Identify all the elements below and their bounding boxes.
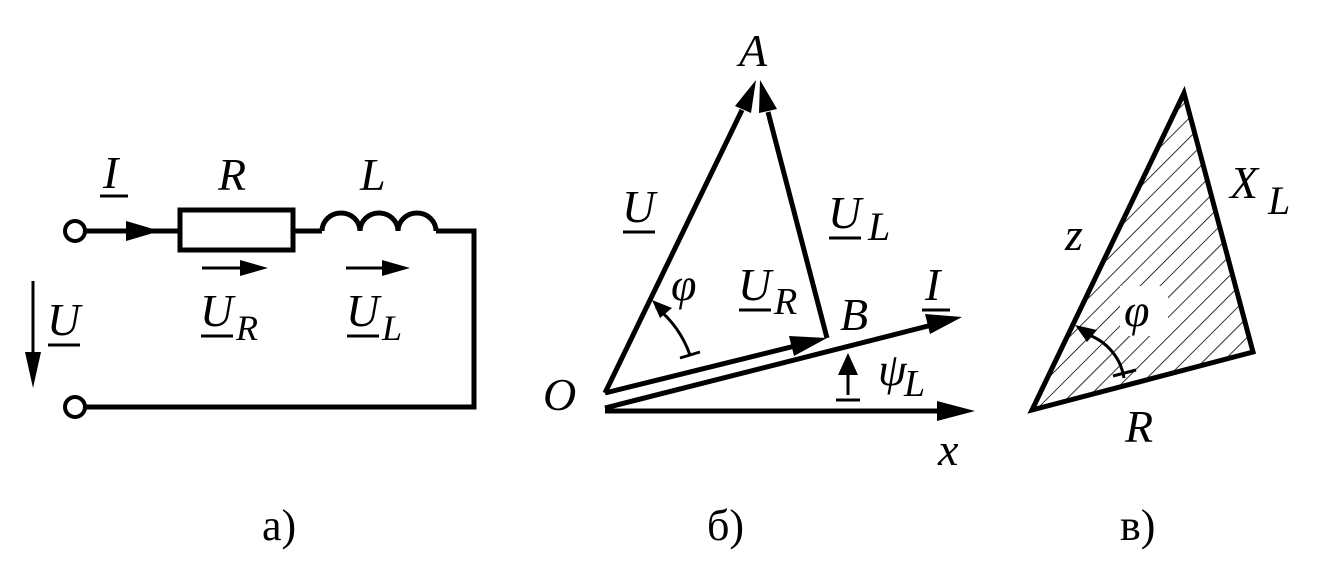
label-ur-sub: R <box>773 281 797 323</box>
label-ul-sub: L <box>867 204 890 249</box>
ur-arrow-head <box>240 260 268 276</box>
source-voltage-arrow-head <box>25 352 41 388</box>
psi-marker-arrow <box>838 353 858 375</box>
phi-arc-tick <box>679 350 701 360</box>
caption-c: в) <box>1120 501 1155 550</box>
label-psi-sub: L <box>903 363 925 405</box>
caption-a: а) <box>262 501 296 550</box>
circuit-diagram: I R L U U R U L а) <box>25 147 477 550</box>
label-phi: φ <box>1124 285 1149 336</box>
phi-label-background <box>1120 286 1168 336</box>
phasor-diagram: A B O x U U L U R φ I ψ L б) <box>543 25 975 550</box>
label-axis-x: x <box>937 424 959 475</box>
ul-arrow-head <box>382 260 410 276</box>
label-inductor: L <box>359 149 386 200</box>
label-resistor: R <box>217 149 246 200</box>
ur-vector <box>604 343 796 396</box>
label-z: z <box>1064 209 1083 260</box>
u-vector-arrow <box>735 80 756 113</box>
label-xl-main: X <box>1228 157 1260 208</box>
axis-x-arrow <box>937 401 975 421</box>
label-ur-sub: R <box>235 308 258 348</box>
label-phi: φ <box>671 259 696 310</box>
current-arrow <box>126 221 160 241</box>
label-ul-main: U <box>828 187 864 238</box>
caption-b: б) <box>707 501 744 550</box>
impedance-triangle: X L z φ R в) <box>1027 85 1290 550</box>
label-point-a: A <box>736 25 768 76</box>
label-r: R <box>1124 401 1153 452</box>
label-ul-sub: L <box>381 308 402 348</box>
label-current: I <box>102 147 121 198</box>
label-origin: O <box>543 369 576 420</box>
label-voltage-u: U <box>622 181 658 232</box>
phi-arc-arrow <box>652 300 672 318</box>
terminal-bottom <box>63 395 87 419</box>
ur-vector-arrow <box>789 336 827 356</box>
current-vector <box>604 322 933 411</box>
ul-vector <box>765 111 830 339</box>
label-xl-sub: L <box>1267 178 1290 223</box>
ul-vector-arrow <box>759 80 777 113</box>
wire-return <box>85 228 477 410</box>
label-ul-main: U <box>346 285 382 336</box>
label-source-voltage: U <box>47 294 83 345</box>
phi-arc-tick <box>1112 368 1137 378</box>
current-vector-arrow <box>925 314 962 334</box>
label-psi-main: ψ <box>878 344 908 395</box>
label-ur-main: U <box>738 259 774 310</box>
phi-arc-arrow <box>1075 325 1097 342</box>
label-point-b: B <box>840 289 868 340</box>
label-current: I <box>924 259 943 310</box>
label-ur-main: U <box>200 285 236 336</box>
resistor <box>177 207 296 253</box>
inductor <box>319 210 439 232</box>
terminal-top <box>63 219 87 243</box>
u-vector <box>602 108 745 395</box>
